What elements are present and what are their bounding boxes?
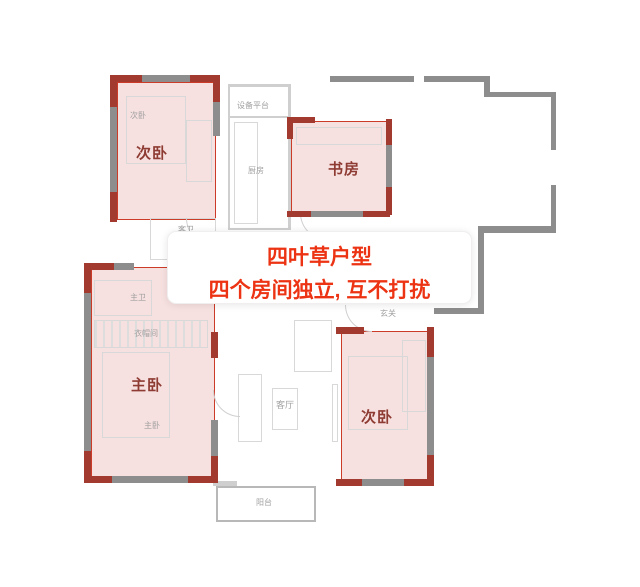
wall-segment: [110, 192, 117, 222]
wall-segment: [287, 117, 315, 123]
wall-segment: [551, 185, 556, 233]
wall-segment: [363, 211, 390, 217]
furniture-sofa: [238, 374, 262, 442]
room-bedroom-top-left: [117, 82, 216, 220]
wall-segment: [84, 263, 114, 270]
door-arc: [213, 390, 240, 417]
furniture-wardrobe: [186, 120, 212, 182]
wall-segment: [386, 145, 392, 189]
wall-segment: [434, 308, 484, 314]
label-equipment-platform: 设备平台: [237, 101, 269, 110]
partition-line: [228, 84, 230, 230]
annotation-subtitle: 四个房间独立, 互不打扰: [208, 279, 431, 302]
wall-segment: [362, 479, 404, 486]
wall-segment: [330, 76, 414, 82]
label-master-bathroom: 主卫: [130, 293, 146, 302]
furniture-tv: [332, 384, 338, 442]
partition-line: [288, 84, 291, 230]
wall-segment: [84, 451, 91, 481]
wall-segment: [484, 76, 490, 94]
wall-segment: [84, 476, 112, 483]
label-kitchen: 厨房: [248, 166, 264, 175]
master-bathroom-outline: [94, 280, 152, 316]
furniture-kitchen-counter: [234, 122, 258, 224]
annotation-title: 四叶草户型: [267, 246, 372, 269]
label-balcony: 阳台: [256, 498, 272, 507]
wall-segment: [336, 479, 362, 486]
room-label-bedroom-top: 次卧: [136, 145, 169, 162]
label-master-small: 主卧: [144, 421, 160, 430]
wall-segment: [211, 456, 218, 483]
wall-segment: [478, 226, 484, 312]
furniture-coffee-table: [272, 388, 298, 430]
wall-segment: [213, 102, 220, 136]
wall-segment: [404, 479, 434, 486]
partition-line: [213, 481, 237, 486]
wall-segment: [386, 187, 392, 215]
partition-line: [230, 84, 290, 87]
furniture-dining-table: [294, 320, 332, 372]
furniture-bed: [102, 352, 170, 438]
wall-segment: [427, 327, 434, 357]
room-label-master: 主卧: [131, 377, 164, 394]
label-bedroom-top-small: 次卧: [130, 111, 146, 120]
wall-segment: [190, 75, 220, 82]
wall-segment: [287, 211, 311, 217]
furniture-wardrobe: [402, 340, 426, 412]
wall-segment: [213, 75, 220, 102]
wall-segment: [142, 75, 192, 82]
label-living-room: 客厅: [276, 400, 295, 410]
wall-segment: [211, 332, 218, 358]
label-entry: 玄关: [380, 309, 396, 318]
wall-segment: [424, 76, 490, 82]
furniture-bed: [348, 356, 408, 430]
label-closet: 衣帽间: [134, 329, 158, 338]
room-label-bedroom-bottom: 次卧: [361, 409, 394, 426]
wall-segment: [336, 327, 364, 334]
wall-segment: [114, 263, 134, 270]
wall-segment: [287, 117, 293, 139]
furniture-bed: [126, 96, 186, 164]
wall-segment: [112, 476, 188, 483]
wall-segment: [84, 293, 91, 451]
wall-segment: [427, 455, 434, 485]
wall-segment: [311, 211, 363, 217]
wall-segment: [480, 226, 556, 233]
wall-segment: [551, 92, 556, 150]
wall-segment: [427, 357, 434, 457]
furniture-closet: [94, 320, 208, 348]
wall-segment: [110, 75, 142, 82]
balcony-outline: [216, 486, 316, 522]
wall-segment: [84, 263, 91, 293]
wall-segment: [110, 107, 117, 192]
wall-segment: [484, 92, 556, 97]
room-label-study: 书房: [328, 161, 361, 178]
furniture-desk: [296, 127, 382, 145]
partition-line: [230, 116, 290, 118]
wall-segment: [386, 119, 392, 145]
wall-segment: [110, 75, 117, 107]
room-study: [291, 121, 390, 215]
partition-line: [230, 228, 290, 230]
label-guest-bathroom: 客卫: [178, 225, 194, 234]
wall-segment: [211, 420, 218, 460]
annotation-box: 四叶草户型 四个房间独立, 互不打扰: [167, 231, 472, 304]
wall-segment: [188, 476, 216, 483]
